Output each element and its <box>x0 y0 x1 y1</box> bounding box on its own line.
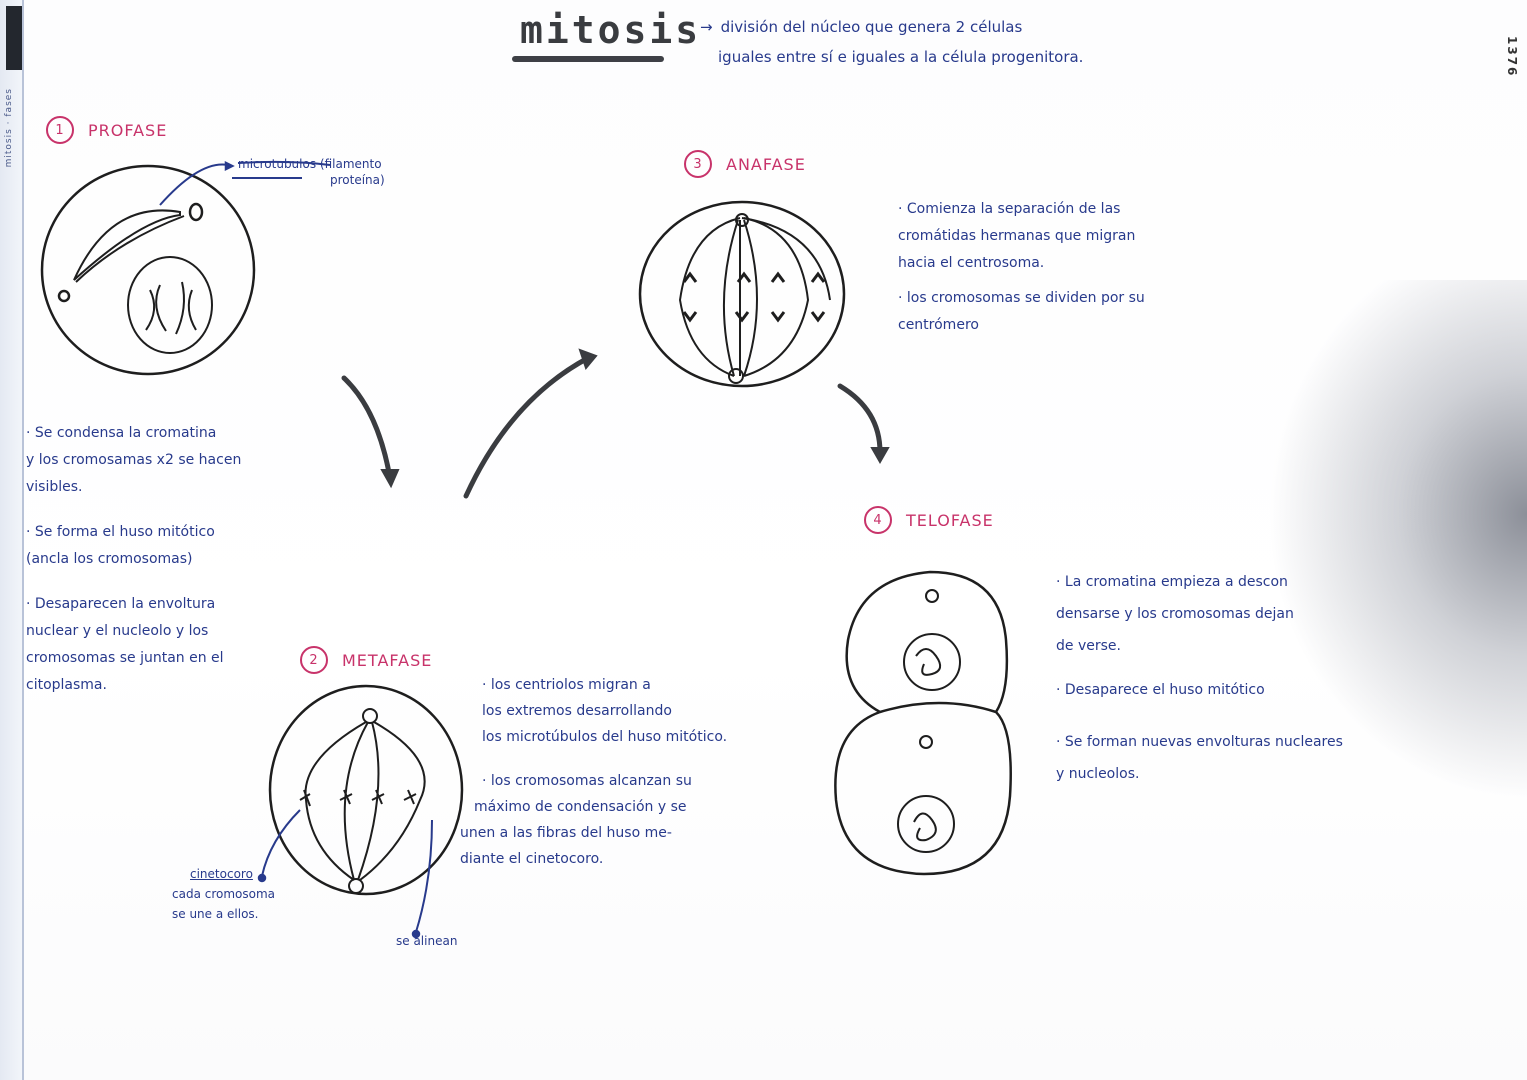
note-line: (ancla los cromosomas) <box>26 551 193 567</box>
phase-number-badge: 2 <box>300 646 328 674</box>
anafase-notes: · Comienza la separación de las cromátid… <box>898 196 1258 357</box>
note-line: · Desaparecen la envoltura <box>26 596 216 612</box>
page-title: mitosis <box>520 8 702 52</box>
label-title: cinetocoro <box>190 867 253 881</box>
note-line: · Comienza la separación de las <box>898 201 1121 217</box>
telofase-notes: · La cromatina empieza a descon densarse… <box>1056 566 1496 808</box>
label-line: cada cromosoma <box>172 887 276 901</box>
note-line: cromosomas se juntan en el <box>26 650 224 666</box>
binder-clip <box>6 6 22 70</box>
anafase-cell-icon <box>638 200 846 388</box>
note-line: unen a las fibras del huso me- <box>460 825 672 841</box>
note-line: cromátidas hermanas que migran <box>898 228 1136 244</box>
note-paragraph: · Desaparecen la envoltura nuclear y el … <box>26 591 316 699</box>
profase-cell-icon <box>40 160 331 376</box>
note-line: hacia el centrosoma. <box>898 255 1045 271</box>
note-line: de verse. <box>1056 638 1121 654</box>
note-line: · Se forma el huso mitótico <box>26 524 215 540</box>
phase-heading-metafase: 2 METAFASE <box>300 646 432 674</box>
note-line: · Se forman nuevas envolturas nucleares <box>1056 734 1343 750</box>
note-line: centrómero <box>898 317 979 333</box>
arrow-right-icon: → <box>700 18 713 36</box>
note-line: y nucleolos. <box>1056 766 1140 782</box>
note-paragraph: · Comienza la separación de las cromátid… <box>898 196 1258 277</box>
profase-notes: · Se condensa la cromatina y los cromosa… <box>26 420 316 717</box>
note-paragraph: · La cromatina empieza a descon densarse… <box>1056 566 1496 662</box>
note-line: los extremos desarrollando <box>482 703 672 719</box>
note-line: los microtúbulos del huso mitótico. <box>482 729 728 745</box>
note-line: · los cromosomas alcanzan su <box>482 773 692 789</box>
note-line: · los cromosomas se dividen por su <box>898 290 1145 306</box>
note-paragraph: · Se forma el huso mitótico (ancla los c… <box>26 519 316 573</box>
note-line: densarse y los cromosomas dejan <box>1056 606 1294 622</box>
note-line: nuclear y el nucleolo y los <box>26 623 209 639</box>
phase-number-badge: 1 <box>46 116 74 144</box>
flow-arrow-3-icon <box>837 383 890 465</box>
note-line: · los centriolos migran a <box>482 677 651 693</box>
phase-heading-telofase: 4 TELOFASE <box>864 506 994 534</box>
flow-arrow-1-icon <box>341 375 400 489</box>
left-margin-strip: mitosis · fases <box>0 0 24 1080</box>
note-paragraph: · Se condensa la cromatina y los cromosa… <box>26 420 316 501</box>
note-paragraph: · Se forman nuevas envolturas nucleares … <box>1056 726 1496 790</box>
definition-line-1: división del núcleo que genera 2 células <box>720 18 1023 36</box>
phase-title: PROFASE <box>88 120 168 140</box>
label-line: se une a ellos. <box>172 907 259 921</box>
right-edge-mark: 1376 <box>1505 36 1519 78</box>
phase-number-badge: 4 <box>864 506 892 534</box>
note-line: · Se condensa la cromatina <box>26 425 217 441</box>
metafase-cell-icon <box>257 684 464 939</box>
note-paragraph: · Desaparece el huso mitótico <box>1056 674 1496 706</box>
phase-title: METAFASE <box>342 650 433 670</box>
phase-title: TELOFASE <box>906 510 994 530</box>
phase-title: ANAFASE <box>726 154 806 174</box>
flow-arrow-2-icon <box>463 348 598 499</box>
phase-number-badge: 3 <box>684 150 712 178</box>
note-paragraph: · los cromosomas se dividen por su centr… <box>898 285 1258 339</box>
telofase-cells-icon <box>834 570 1012 876</box>
title-underline <box>512 56 664 62</box>
note-paragraph: · los centriolos migran a los extremos d… <box>460 672 780 750</box>
note-line: · La cromatina empieza a descon <box>1056 574 1288 590</box>
note-line: diante el cinetocoro. <box>460 851 604 867</box>
cinetocoro-label: cinetocoro cada cromosoma se une a ellos… <box>172 864 275 924</box>
note-line: citoplasma. <box>26 677 107 693</box>
metafase-notes: · los centriolos migran a los extremos d… <box>460 672 780 890</box>
note-paragraph: · los cromosomas alcanzan su máximo de c… <box>460 768 780 872</box>
alignment-label: se alinean <box>396 934 458 948</box>
definition-line-2: iguales entre sí e iguales a la célula p… <box>718 48 1084 66</box>
phase-heading-profase: 1 PROFASE <box>46 116 167 144</box>
label-line: proteína) <box>330 173 385 187</box>
phase-heading-anafase: 3 ANAFASE <box>684 150 806 178</box>
note-line: y los cromosamas x2 se hacen <box>26 452 242 468</box>
note-line: máximo de condensación y se <box>474 799 687 815</box>
definition: → división del núcleo que genera 2 célula… <box>700 12 1083 72</box>
note-line: · Desaparece el huso mitótico <box>1056 682 1265 698</box>
note-line: visibles. <box>26 479 83 495</box>
